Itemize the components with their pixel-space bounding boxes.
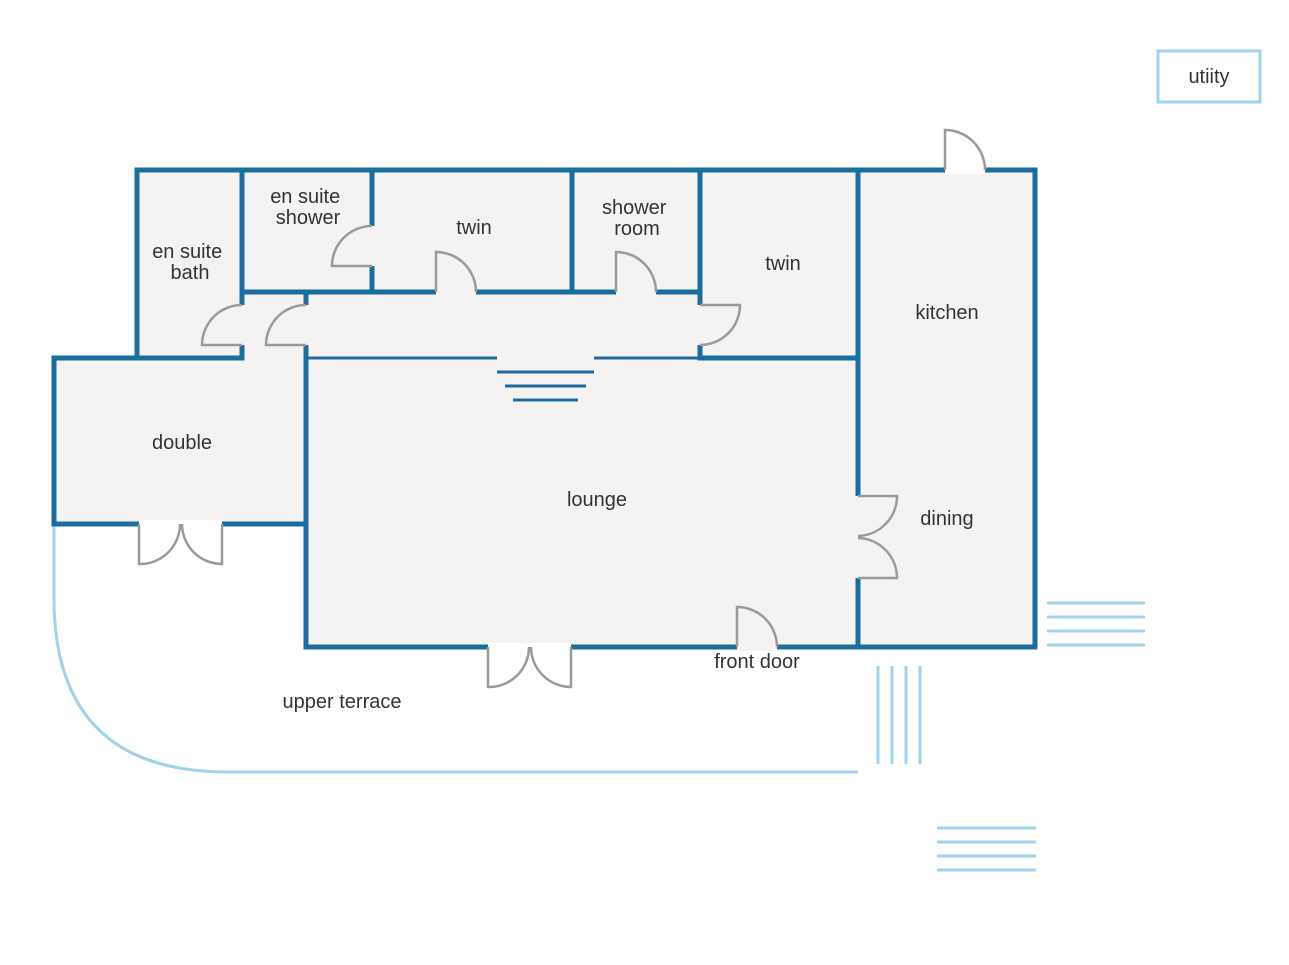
lounge-french-door-left — [486, 646, 531, 689]
en-suite-bath-door — [200, 303, 243, 347]
twin-2-door — [699, 303, 742, 347]
room-label-lounge: lounge — [567, 489, 627, 511]
front-door-swing — [735, 605, 779, 648]
hallway-floor — [242, 292, 700, 358]
utility-label: utiity — [1188, 66, 1229, 88]
twin-1-door — [434, 250, 478, 293]
room-floors — [54, 170, 1035, 647]
terrace-edge — [52, 524, 858, 774]
outdoor-steps — [876, 601, 1145, 872]
utility-box — [1156, 49, 1262, 104]
steps-vertical — [876, 666, 922, 764]
room-label-shower-room: shower room — [602, 197, 672, 240]
front-door-label: front door — [714, 651, 800, 673]
room-label-twin-1: twin — [456, 217, 492, 239]
dining-door-top — [857, 494, 899, 538]
room-label-en-suite-shower: en suite shower — [270, 186, 346, 229]
double-floor — [54, 358, 306, 524]
room-label-kitchen: kitchen — [915, 302, 978, 324]
dining-door-bottom — [857, 536, 899, 580]
room-label-twin-2: twin — [765, 253, 801, 275]
double-french-door-right — [180, 523, 224, 566]
lounge-french-door-right — [529, 646, 573, 689]
room-label-en-suite-bath: en suite bath — [152, 241, 228, 284]
kitchen-dining-floor — [858, 170, 1035, 647]
room-label-double: double — [152, 432, 212, 454]
double-bedroom-door — [264, 303, 307, 347]
en-suite-shower-door — [330, 224, 373, 268]
doors — [137, 128, 987, 689]
steps-right-horizontal — [1047, 601, 1145, 647]
shower-room-floor — [572, 170, 700, 292]
steps-bottom-horizontal — [937, 826, 1036, 872]
twin-2-floor — [700, 170, 858, 358]
shower-room-door — [614, 250, 658, 293]
interior-stairs — [497, 370, 594, 402]
upper-terrace-label: upper terrace — [283, 691, 402, 713]
lounge-floor — [306, 358, 858, 647]
double-french-door-left — [137, 523, 182, 566]
en-suite-bath-floor — [137, 170, 242, 358]
kitchen-exterior-door — [943, 128, 987, 171]
room-label-dining: dining — [920, 508, 973, 530]
